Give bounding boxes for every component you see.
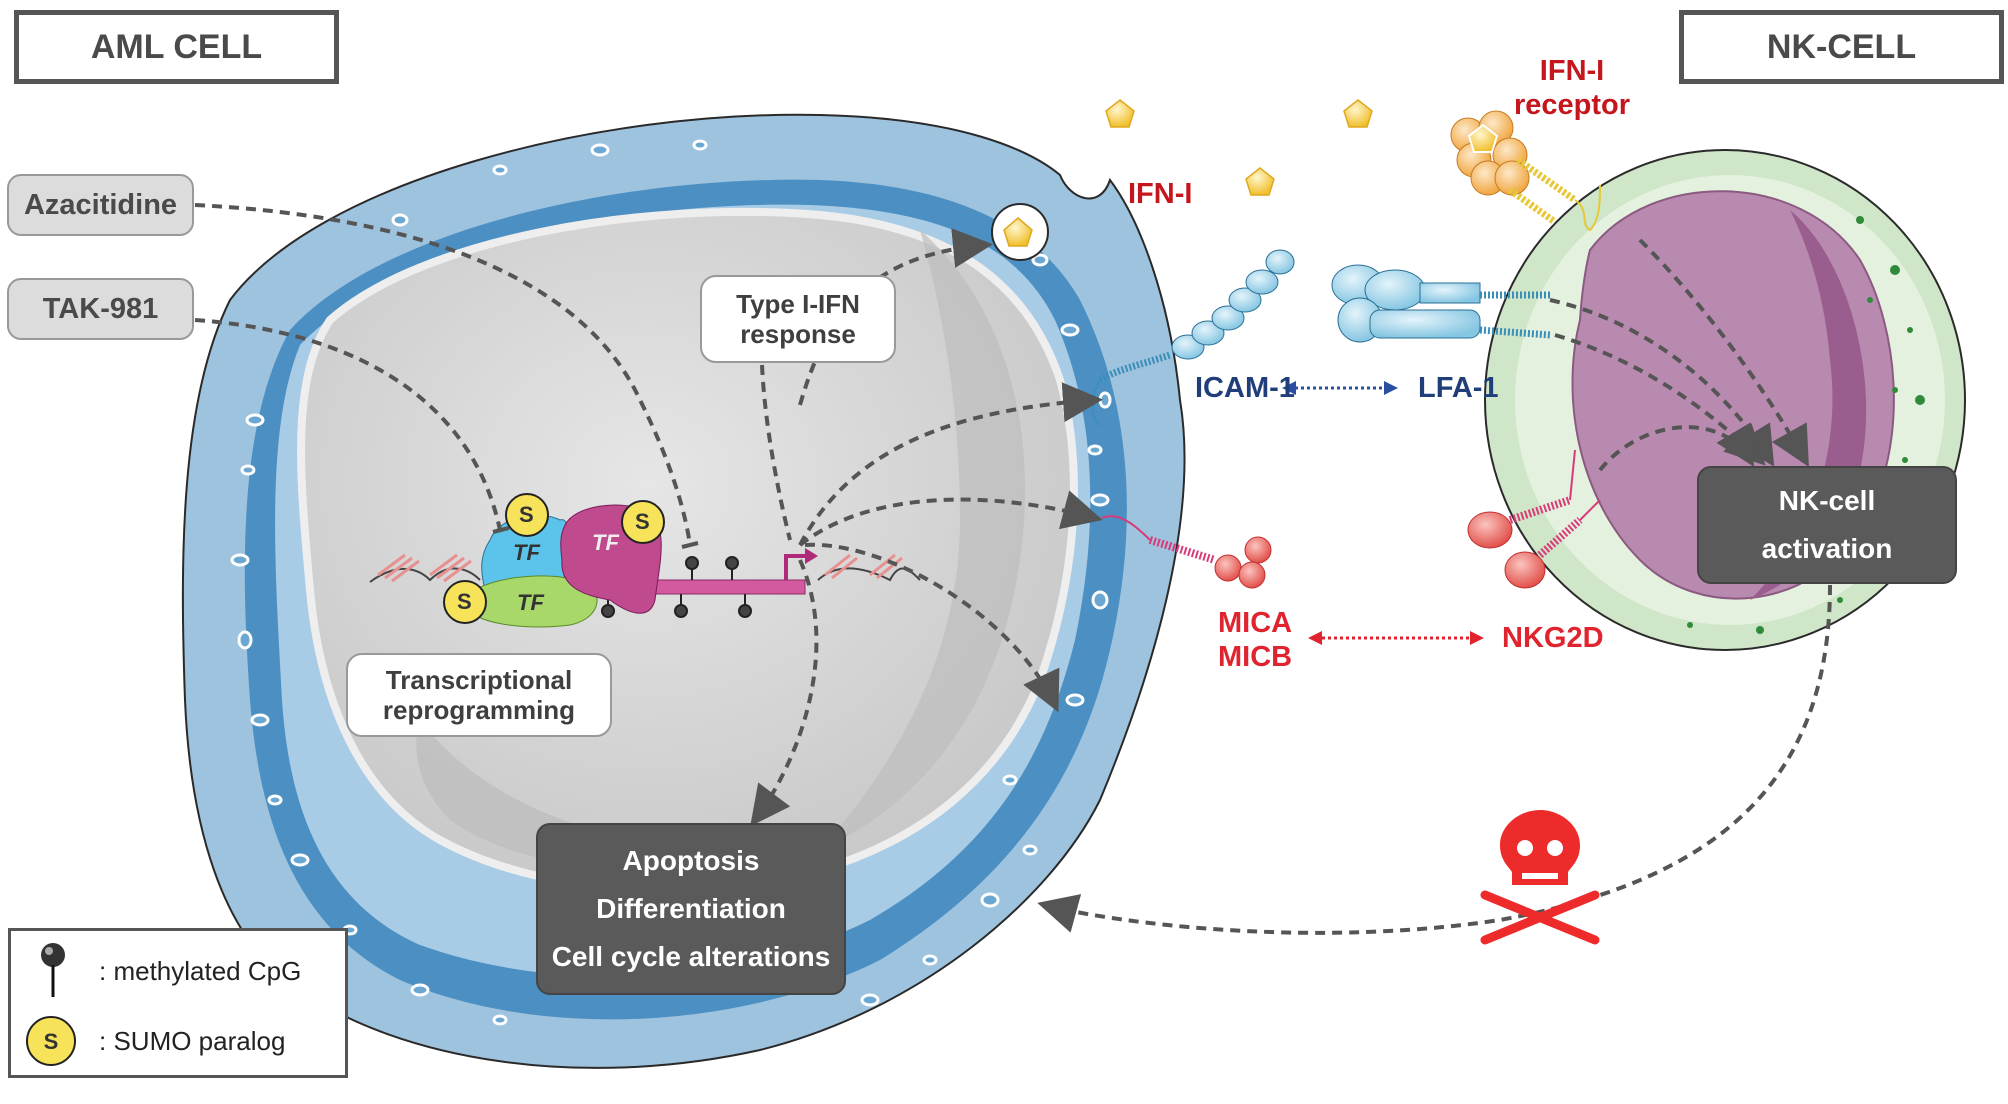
nucleus-shadow (820, 230, 1026, 850)
dna-region (369, 504, 921, 628)
ifn-receptor-to-activation (1638, 238, 1809, 467)
transcriptional-reprogramming-box: Transcriptional reprogramming (346, 653, 612, 737)
micb-label: MICB (1218, 641, 1293, 673)
arrow-to-outcomes (750, 559, 819, 827)
ifn-i-receptor-label: IFN-I receptor (1514, 54, 1630, 122)
sumo-label: S (457, 589, 472, 614)
arrow-to-membrane (804, 542, 1060, 713)
tf-label-blue: TF (513, 540, 540, 565)
tak981-inhibition-line (194, 318, 502, 531)
lfa2-to-activation (1554, 333, 1766, 466)
sumo-icon-letter: S (44, 1029, 59, 1054)
nk-activation-line-2: activation (1761, 533, 1893, 564)
ifn-pentagon-bound (1003, 217, 1033, 247)
sumo-label: S (635, 509, 650, 534)
outcome-apoptosis: Apoptosis (622, 845, 760, 876)
legend-text-sumo: : SUMO paralog (99, 1025, 286, 1056)
ifn-i-receptor (1450, 110, 1601, 232)
transcriptional-line-2: reprogramming (382, 695, 576, 725)
cell-outcomes-box: Apoptosis Differentiation Cell cycle alt… (536, 823, 846, 995)
ifn-pentagon (1245, 167, 1275, 196)
tf-label-green: TF (517, 590, 544, 615)
nkg2d-molecule (1467, 449, 1601, 589)
drug-tak-981: TAK-981 (7, 278, 194, 340)
outcome-cell-cycle: Cell cycle alterations (551, 941, 831, 972)
methylated-cpgs (601, 556, 752, 618)
ifn-i-molecules (1105, 99, 1373, 196)
transcription-start-arrow (784, 554, 805, 580)
inhibition-bars (492, 526, 699, 549)
type-i-ifn-response-box: Type I-IFN response (700, 275, 896, 363)
azacitidine-inhibition-line (194, 203, 692, 546)
ifn-i-receptor-line-1: IFN-I (1539, 55, 1605, 87)
mica-label: MICA (1218, 607, 1293, 639)
lfa-1-label: LFA-1 (1418, 372, 1499, 404)
aml-cell-title: AML CELL (14, 10, 339, 84)
type-i-ifn-line-2: response (740, 319, 856, 349)
legend-item-sumo: S : SUMO paralog (11, 1006, 345, 1076)
arrow-to-ifn-response (798, 228, 993, 406)
tf-green (469, 575, 598, 628)
icam-1-label: ICAM-1 (1195, 372, 1295, 404)
sumo-paralogs (443, 493, 665, 624)
nucleus-shadow-lower (416, 720, 740, 867)
type-i-ifn-line-1: Type I-IFN (736, 289, 860, 319)
legend: : methylated CpG S : SUMO paralog (8, 928, 348, 1078)
outcome-differentiation: Differentiation (596, 893, 786, 924)
pathway-arrows (194, 203, 1832, 935)
sumo-label: S (519, 502, 534, 527)
drug-azacitidine: Azacitidine (7, 174, 194, 236)
mica-nkg2d-interaction (1308, 631, 1484, 645)
ifn-pentagon (1343, 99, 1373, 128)
lfa-1-molecule (1331, 264, 1551, 343)
nkg2d-to-activation (1598, 422, 1755, 472)
arrow-to-mica (798, 490, 1103, 547)
tf-label-magenta: TF (592, 530, 619, 555)
mica-micb-label: MICA MICB (1218, 606, 1292, 674)
nk-cell-activation-box: NK-cell activation (1697, 466, 1957, 584)
legend-item-methylated-cpg: : methylated CpG (11, 936, 345, 1006)
arrow-from-type-ifn (760, 364, 792, 541)
arrow-to-icam (798, 382, 1103, 546)
mica-micb-molecule (1101, 515, 1272, 589)
sumo-icon: S (26, 1016, 76, 1066)
ifn-i-label: IFN-I (1128, 178, 1193, 210)
icam-1-molecule (1091, 249, 1295, 426)
legend-text-methylated-cpg: : methylated CpG (99, 955, 302, 986)
ifn-i-receptor-line-2: receptor (1514, 89, 1631, 121)
nkg2d-label: NKG2D (1502, 622, 1604, 654)
icam-lfa-interaction (1282, 381, 1398, 395)
nucleosome (377, 553, 472, 583)
skull-crossbones-icon (1480, 810, 1600, 945)
killing-arrow (1037, 584, 1832, 935)
nk-cell-title: NK-CELL (1679, 10, 2004, 84)
methylated-cpg-icon (41, 943, 65, 997)
nk-activation-line-1: NK-cell (1778, 485, 1876, 516)
ifn-pentagon (1105, 99, 1135, 128)
transcriptional-line-1: Transcriptional (385, 665, 573, 695)
